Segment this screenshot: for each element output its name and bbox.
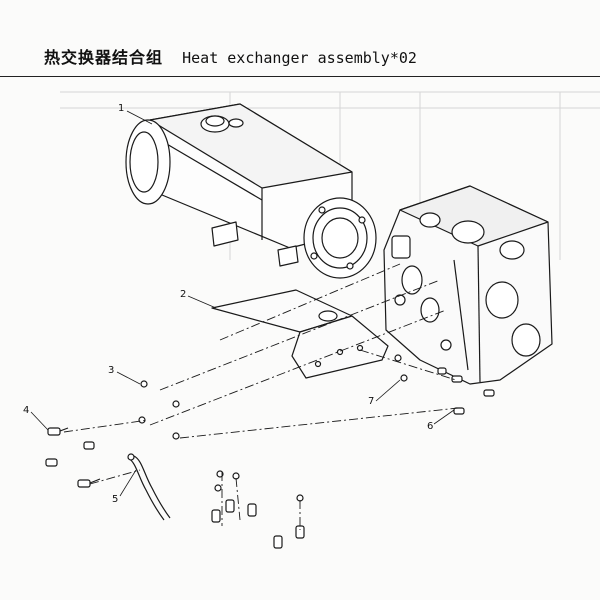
heat-exchanger-body (125, 103, 377, 279)
bolts (45, 367, 495, 549)
callout-5: 5 (112, 494, 119, 505)
assembly-centerlines (63, 263, 459, 530)
engine-block (383, 185, 553, 385)
callout-2: 2 (180, 289, 187, 300)
mounting-bracket (211, 289, 389, 379)
leader-lines (30, 110, 455, 497)
callout-7: 7 (368, 396, 375, 407)
title-chinese: 热交换器结合组 (44, 48, 164, 67)
callout-4: 4 (23, 405, 30, 416)
title-underline (0, 76, 600, 77)
page-title: 热交换器结合组 Heat exchanger assembly*02 (44, 44, 417, 68)
callout-3: 3 (108, 365, 115, 376)
callout-1: 1 (118, 103, 125, 114)
title-english: Heat exchanger assembly*02 (182, 49, 417, 67)
pipe-part (127, 453, 171, 521)
callout-6: 6 (427, 421, 434, 432)
